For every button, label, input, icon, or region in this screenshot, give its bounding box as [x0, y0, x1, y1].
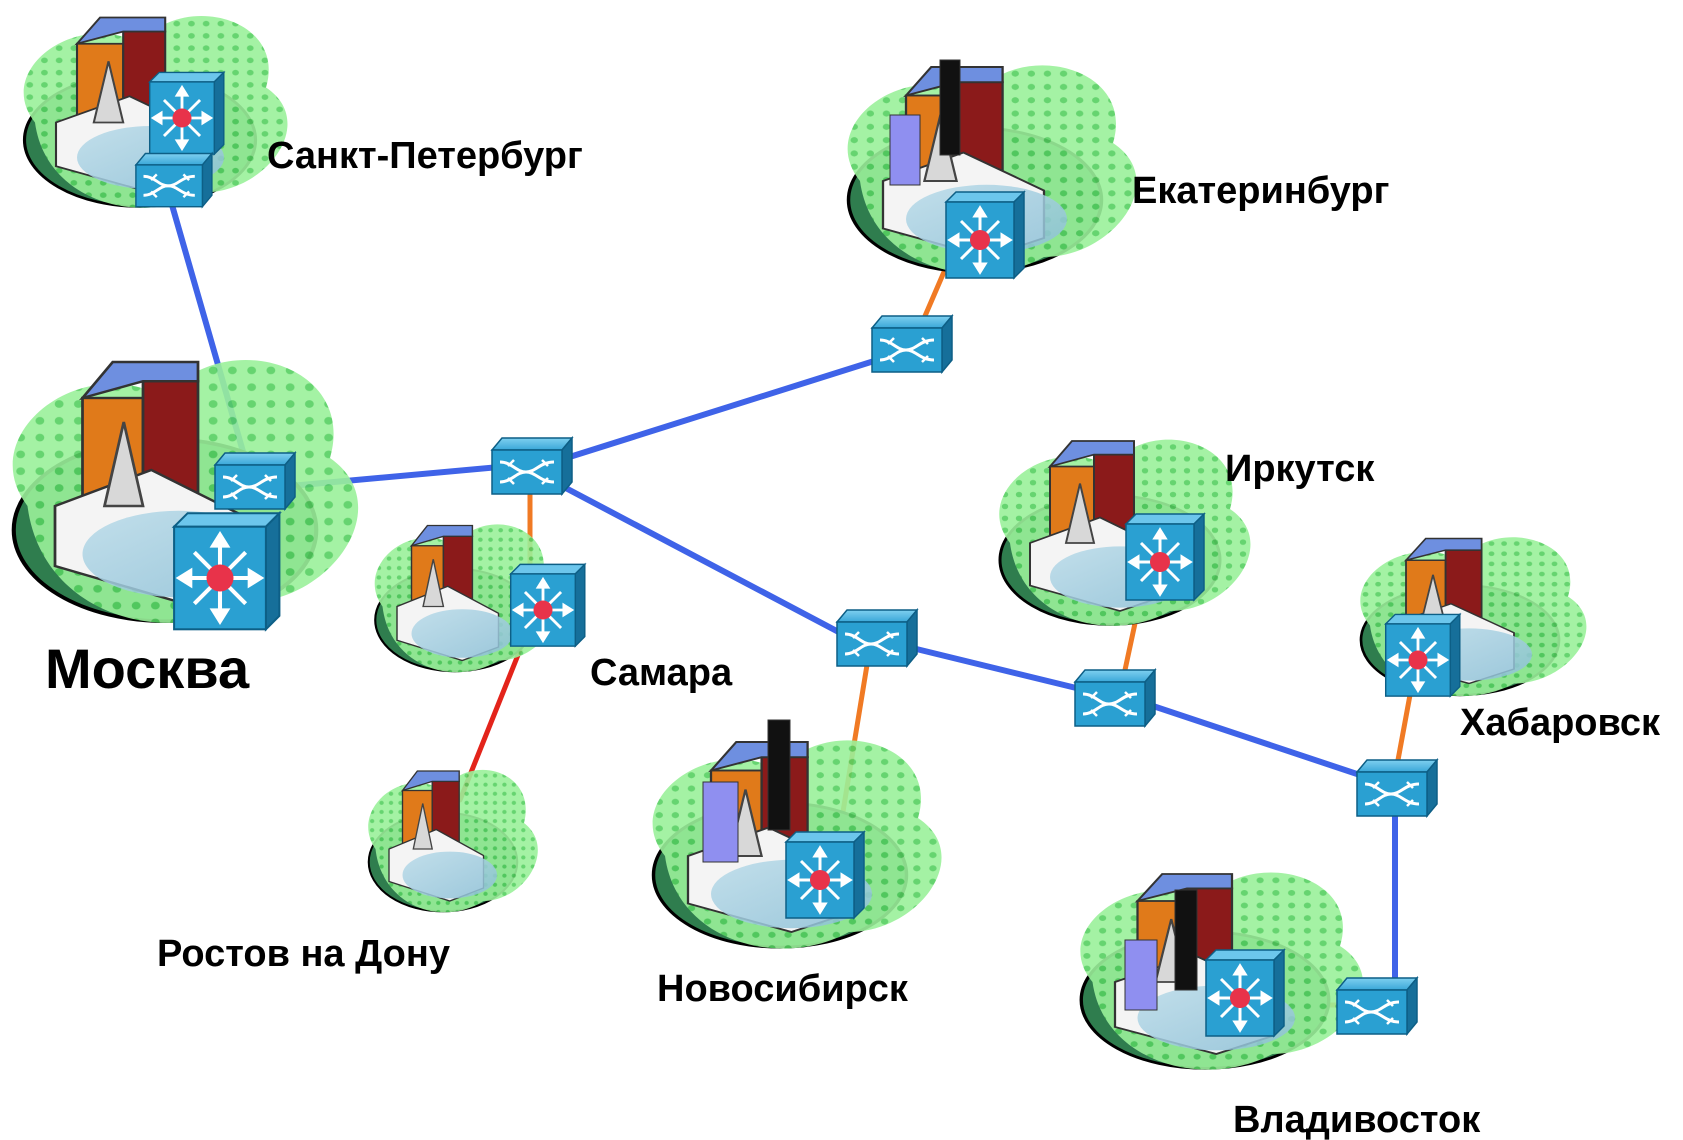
label-irkutsk: Иркутск [1225, 448, 1375, 490]
tower [767, 719, 791, 831]
link-central-ekb-router [557, 353, 893, 463]
router-icon [835, 608, 919, 668]
site-novosibirsk [650, 719, 944, 951]
site-moscow [13, 360, 358, 629]
site-samara [373, 523, 587, 674]
link-khabarovsk-router-khabarovsk [1395, 692, 1413, 763]
multilayer-switch-icon [1384, 612, 1462, 698]
router-icon [1335, 976, 1419, 1036]
label-khabarovsk: Хабаровск [1460, 702, 1661, 744]
multilayer-switch-icon [509, 562, 587, 648]
tower-blue [702, 781, 739, 863]
site-vladivostok [1078, 870, 1365, 1072]
router-icon [870, 314, 954, 374]
label-novosibirsk: Новосибирск [657, 968, 909, 1010]
label-spb: Санкт-Петербург [267, 135, 583, 177]
site-irkutsk [997, 438, 1252, 628]
multilayer-switch-icon [174, 513, 279, 629]
router-icon [213, 451, 297, 511]
label-vladivostok: Владивосток [1233, 1099, 1481, 1140]
multilayer-switch-icon [148, 70, 226, 156]
link-irkutsk-router-khabarovsk-router [1147, 702, 1393, 788]
site-ekb [845, 59, 1139, 280]
multilayer-switch-icon [1204, 948, 1286, 1038]
multilayer-switch-icon [1124, 512, 1206, 602]
tower-blue [889, 114, 921, 186]
router-icon [1073, 668, 1157, 728]
label-rostov: Ростов на Дону [157, 933, 450, 975]
router-icon [134, 152, 214, 209]
label-samara: Самара [590, 652, 733, 694]
tower [939, 59, 961, 156]
label-ekb: Екатеринбург [1132, 170, 1389, 212]
multilayer-switch-icon [944, 190, 1026, 280]
site-rostov [367, 768, 539, 914]
router-icon [490, 436, 574, 496]
label-moscow: Москва [45, 637, 250, 700]
link-central-novosibirsk-router [557, 482, 853, 641]
city-site-icon [997, 438, 1252, 628]
multilayer-switch-icon [784, 830, 866, 920]
link-novosibirsk-router-irkutsk-router [897, 642, 1108, 698]
site-spb [22, 14, 290, 210]
tower [1174, 889, 1198, 991]
router-icon [1355, 758, 1439, 818]
city-site-icon [367, 768, 539, 914]
tower-blue [1124, 939, 1158, 1011]
site-khabarovsk [1358, 535, 1588, 698]
